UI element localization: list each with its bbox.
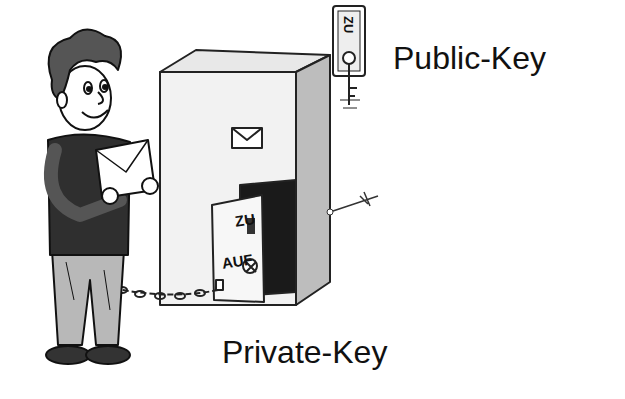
wire <box>330 192 378 212</box>
chain <box>112 287 218 299</box>
man <box>46 29 158 364</box>
wire-point <box>327 209 333 215</box>
key-label: Private-Key <box>222 336 387 368</box>
key-label: Public-Key <box>393 42 546 74</box>
door-label: ZU <box>234 211 256 229</box>
mailbox <box>160 50 330 305</box>
panel-label: ZU <box>342 16 355 33</box>
key-panel <box>333 6 365 108</box>
door-label: AUF <box>221 252 254 271</box>
